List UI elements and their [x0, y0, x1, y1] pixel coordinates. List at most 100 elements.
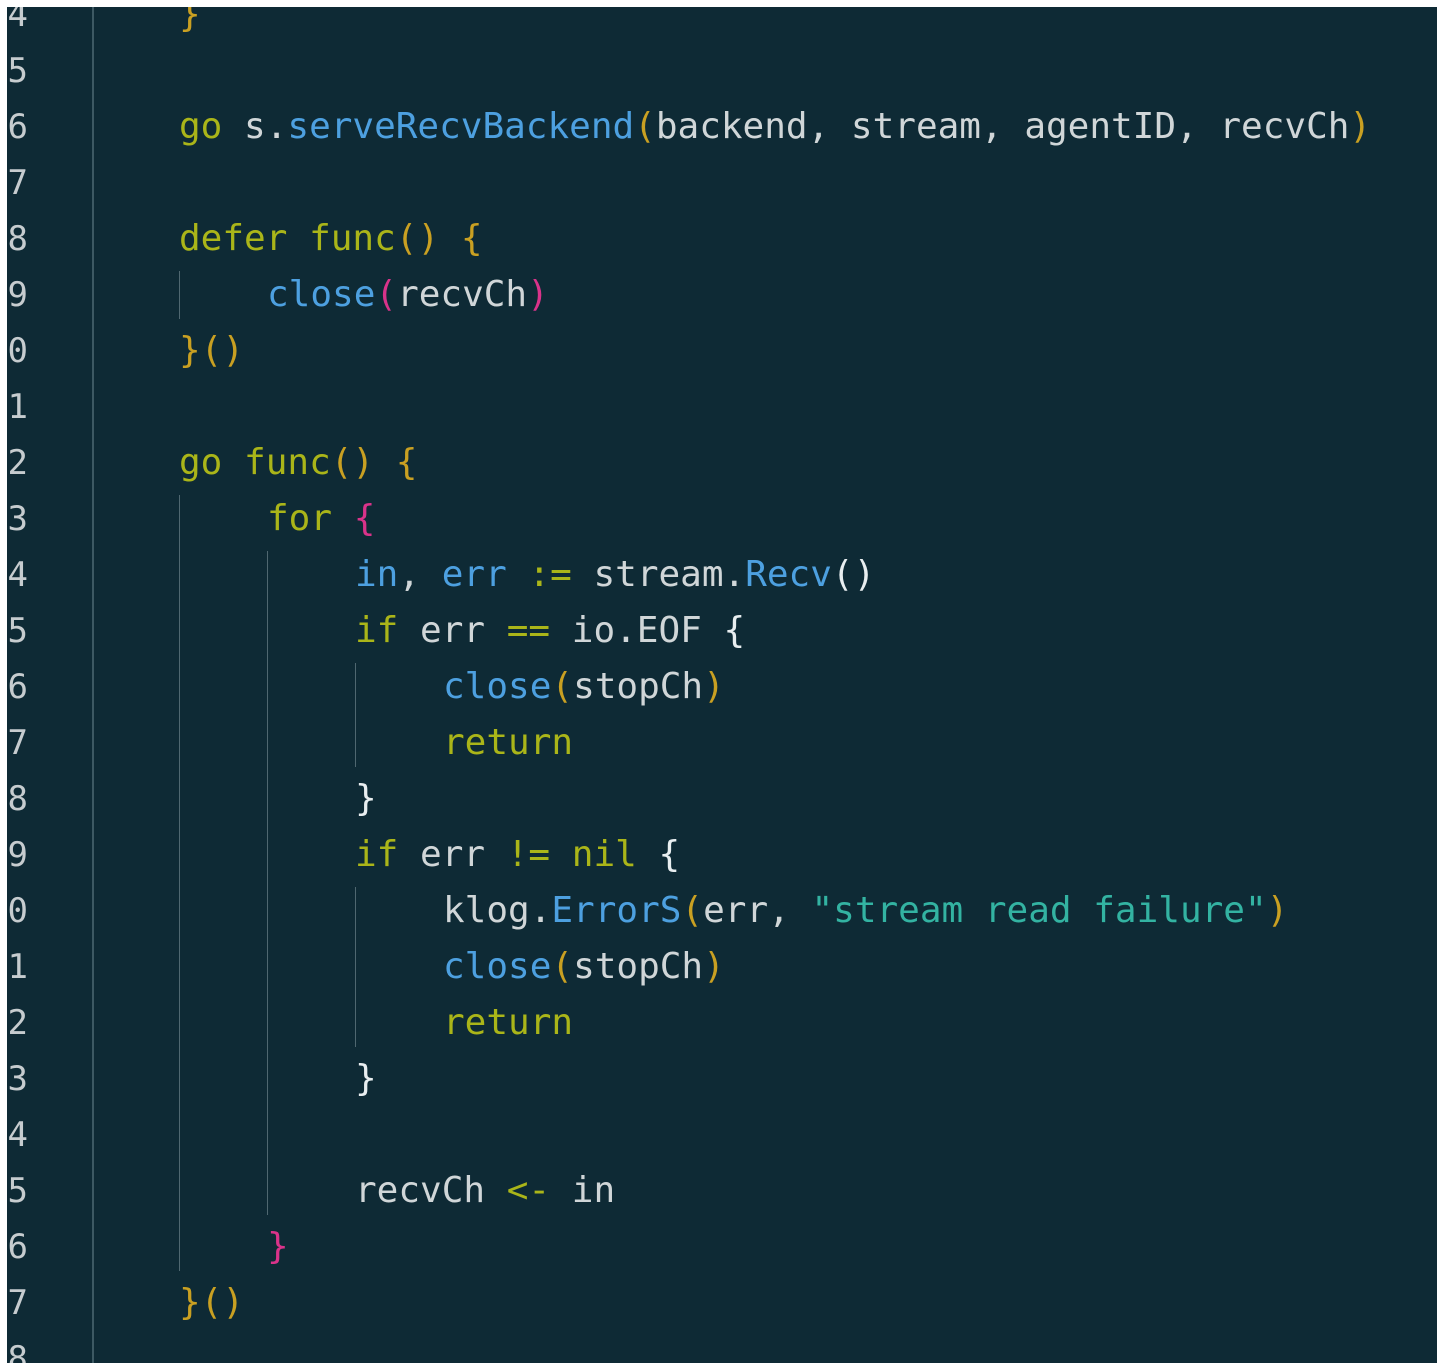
- code-token: in: [550, 1170, 616, 1211]
- code-token: stopCh: [573, 666, 704, 707]
- code-token: (): [330, 442, 375, 483]
- code-line[interactable]: defer func() {: [179, 211, 483, 267]
- code-token: [332, 498, 354, 539]
- code-token: [485, 1170, 507, 1211]
- code-token: (: [551, 946, 574, 987]
- code-token: klog.: [443, 890, 552, 931]
- code-token: }(): [179, 1282, 245, 1323]
- code-token: {: [395, 442, 418, 483]
- code-token: [222, 442, 244, 483]
- code-token: recvCh: [355, 1170, 486, 1211]
- line-number: 4: [7, 7, 28, 35]
- line-number: 4: [7, 555, 28, 595]
- code-token: <-: [506, 1170, 551, 1211]
- line-number: 1: [7, 387, 28, 427]
- code-token: return: [443, 722, 574, 763]
- line-number: 5: [7, 1171, 28, 1211]
- line-number: 9: [7, 275, 28, 315]
- code-token: recvCh: [397, 274, 528, 315]
- code-token: ): [1349, 106, 1372, 147]
- code-line[interactable]: close(stopCh): [443, 939, 725, 995]
- code-token: (): [395, 218, 440, 259]
- code-token: [287, 218, 309, 259]
- code-token: backend, stream, agentID, recvCh: [655, 106, 1350, 147]
- gutter-divider: [92, 7, 94, 1363]
- code-token: ErrorS: [551, 890, 682, 931]
- code-token: nil: [571, 834, 637, 875]
- code-token: [374, 442, 396, 483]
- line-number: 0: [7, 331, 28, 371]
- code-token: (: [551, 666, 574, 707]
- line-number: 9: [7, 835, 28, 875]
- code-token: for: [267, 498, 333, 539]
- line-number: 1: [7, 947, 28, 987]
- code-line[interactable]: klog.ErrorS(err, "stream read failure"): [443, 883, 1288, 939]
- code-token: stream.: [571, 554, 746, 595]
- code-line[interactable]: for {: [267, 491, 375, 547]
- code-line[interactable]: recvCh <- in: [355, 1163, 615, 1219]
- code-token: (: [375, 274, 398, 315]
- code-line[interactable]: }(): [179, 1275, 244, 1331]
- code-token: Recv: [745, 554, 832, 595]
- code-token: ): [527, 274, 549, 315]
- code-line[interactable]: }: [355, 1051, 377, 1107]
- code-token: io.EOF: [550, 610, 724, 651]
- code-token: }: [355, 1058, 377, 1099]
- code-token: close: [443, 946, 552, 987]
- indent-guide: [355, 887, 356, 1047]
- code-token: return: [443, 1002, 574, 1043]
- code-token: err,: [703, 890, 812, 931]
- line-number: 7: [7, 163, 28, 203]
- code-token: func: [309, 218, 396, 259]
- code-line[interactable]: go s.serveRecvBackend(backend, stream, a…: [179, 99, 1371, 155]
- code-token: ,: [398, 554, 442, 595]
- line-number: 7: [7, 723, 28, 763]
- code-token: }: [267, 1226, 289, 1267]
- code-token: ): [1266, 890, 1289, 931]
- indent-guide: [355, 663, 356, 767]
- code-token: in: [355, 554, 399, 595]
- line-number: 6: [7, 107, 28, 147]
- code-line[interactable]: in, err := stream.Recv(): [355, 547, 875, 603]
- code-line[interactable]: }(): [179, 323, 244, 379]
- code-token: func: [244, 442, 331, 483]
- code-token: go: [179, 106, 223, 147]
- line-number: 8: [7, 779, 28, 819]
- indent-guide: [267, 551, 268, 1215]
- code-line[interactable]: close(recvCh): [267, 267, 549, 323]
- code-token: s.: [222, 106, 288, 147]
- code-token: {: [658, 834, 681, 875]
- code-token: }: [355, 778, 377, 819]
- code-line[interactable]: close(stopCh): [443, 659, 725, 715]
- code-line[interactable]: }: [267, 1219, 289, 1275]
- code-line[interactable]: }: [355, 771, 377, 827]
- line-number: 6: [7, 1227, 28, 1267]
- code-token: if: [355, 610, 399, 651]
- code-token: "stream read failure": [811, 890, 1267, 931]
- code-token: [507, 554, 529, 595]
- code-token: [637, 834, 659, 875]
- line-number: 2: [7, 1003, 28, 1043]
- code-line[interactable]: if err != nil {: [355, 827, 680, 883]
- code-token: serveRecvBackend: [287, 106, 635, 147]
- code-line[interactable]: if err == io.EOF {: [355, 603, 745, 659]
- code-token: {: [460, 218, 483, 259]
- code-line[interactable]: return: [443, 995, 573, 1051]
- indent-guide: [179, 495, 180, 1271]
- line-number: 2: [7, 443, 28, 483]
- code-token: (: [681, 890, 704, 931]
- code-token: stopCh: [573, 946, 704, 987]
- indent-guide: [179, 271, 180, 319]
- code-token: if: [355, 834, 399, 875]
- line-number: 7: [7, 1283, 28, 1323]
- code-token: [550, 834, 572, 875]
- code-token: [439, 218, 461, 259]
- code-line[interactable]: }: [179, 7, 201, 43]
- code-line[interactable]: go func() {: [179, 435, 417, 491]
- code-line[interactable]: return: [443, 715, 573, 771]
- line-number: 5: [7, 51, 28, 91]
- code-token: ): [703, 946, 725, 987]
- line-number: 5: [7, 611, 28, 651]
